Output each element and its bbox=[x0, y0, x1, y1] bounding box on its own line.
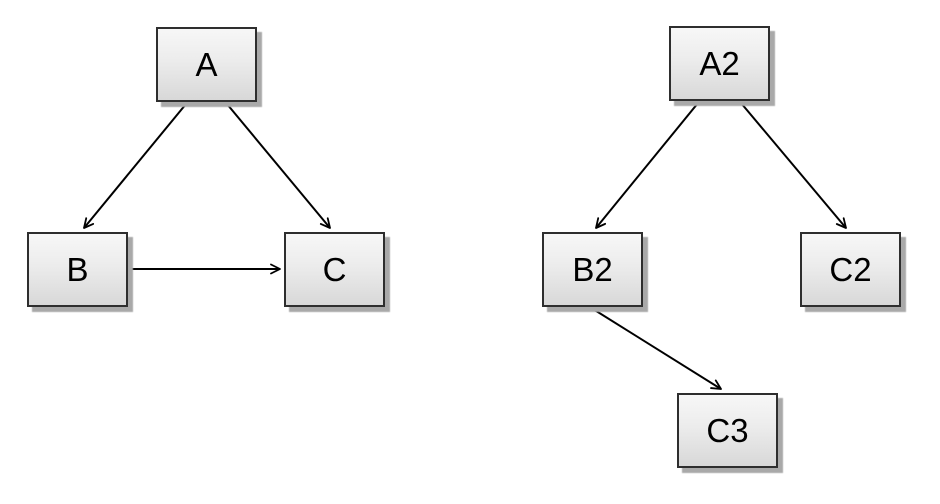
node-b2: B2 bbox=[542, 232, 643, 307]
edge-a2-b2 bbox=[595, 102, 699, 229]
node-b-label: B bbox=[66, 251, 89, 288]
node-c2-label: C2 bbox=[829, 251, 872, 288]
edge-b2-c3 bbox=[592, 308, 722, 390]
node-a2-label: A2 bbox=[699, 45, 740, 82]
node-c: C bbox=[284, 232, 385, 307]
node-a2: A2 bbox=[669, 26, 770, 101]
node-a-label: A bbox=[195, 46, 218, 83]
node-c3: C3 bbox=[677, 393, 778, 468]
node-c3-label: C3 bbox=[706, 412, 749, 449]
node-c-label: C bbox=[322, 251, 347, 288]
node-b: B bbox=[27, 232, 128, 307]
edge-a-c bbox=[226, 103, 331, 229]
node-a: A bbox=[156, 27, 257, 102]
edge-a-b bbox=[83, 103, 187, 229]
edge-a2-c2 bbox=[740, 102, 847, 229]
node-b2-label: B2 bbox=[572, 251, 613, 288]
node-c2: C2 bbox=[800, 232, 901, 307]
